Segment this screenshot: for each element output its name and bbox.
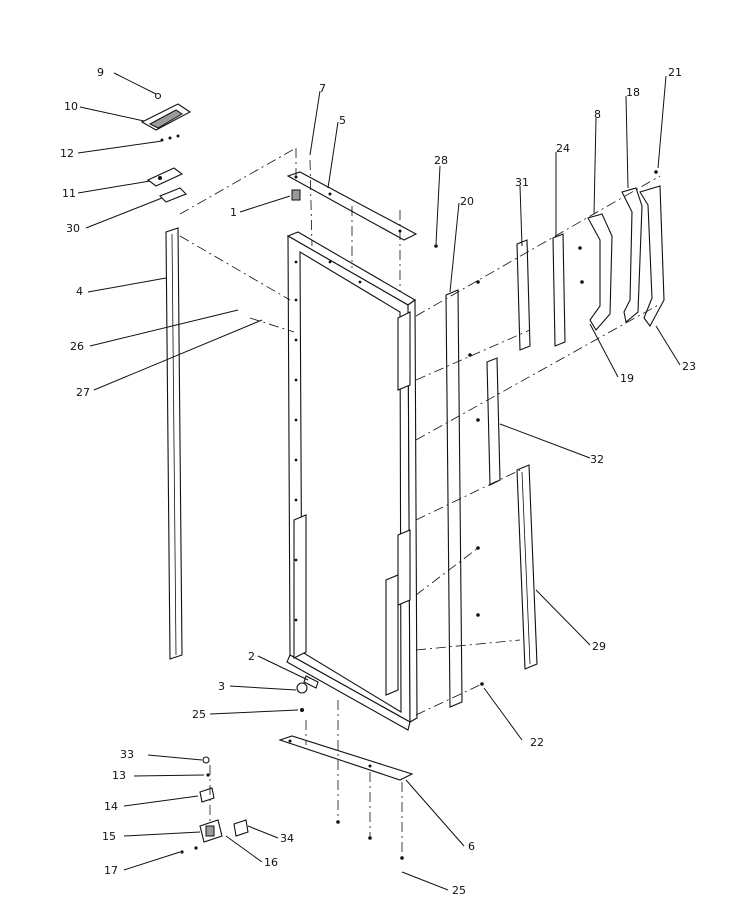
callout-19: 19 bbox=[620, 372, 634, 385]
strip-part-24 bbox=[552, 233, 566, 347]
callout-5: 5 bbox=[339, 114, 346, 127]
strip-part-31 bbox=[516, 239, 531, 351]
cover-part-23 bbox=[639, 185, 665, 328]
right-side-screws bbox=[434, 170, 658, 686]
callout-15: 15 bbox=[102, 830, 116, 843]
callout-11: 11 bbox=[62, 187, 76, 200]
strip-part-32 bbox=[486, 357, 501, 486]
callout-12: 12 bbox=[60, 147, 74, 160]
callout-4: 4 bbox=[76, 285, 83, 298]
callout-22: 22 bbox=[530, 736, 544, 749]
strip-part-29 bbox=[516, 464, 538, 670]
top-hinge-assembly bbox=[140, 92, 192, 203]
callout-20: 20 bbox=[460, 195, 474, 208]
left-strip-part-4 bbox=[165, 227, 183, 660]
callout-10: 10 bbox=[64, 100, 78, 113]
callout-16: 16 bbox=[264, 856, 278, 869]
callout-27: 27 bbox=[76, 386, 90, 399]
bottom-rail-part-6 bbox=[278, 735, 414, 781]
callout-1: 1 bbox=[230, 206, 237, 219]
bottom-hinge-assembly bbox=[180, 675, 404, 860]
callout-24: 24 bbox=[556, 142, 570, 155]
callout-9: 9 bbox=[97, 66, 104, 79]
callout-14: 14 bbox=[104, 800, 118, 813]
callout-25-lower: 25 bbox=[452, 884, 466, 897]
vertical-strip-part-20 bbox=[445, 289, 463, 708]
callout-21: 21 bbox=[668, 66, 682, 79]
callout-23: 23 bbox=[682, 360, 696, 373]
callout-13: 13 bbox=[112, 769, 126, 782]
callout-33: 33 bbox=[120, 748, 134, 761]
callout-34: 34 bbox=[280, 832, 294, 845]
callout-25-upper: 25 bbox=[192, 708, 206, 721]
leader-lines bbox=[77, 72, 681, 891]
bracket-part-18 bbox=[621, 187, 643, 324]
callout-30: 30 bbox=[66, 222, 80, 235]
callout-labels: 9 10 12 11 30 7 5 1 28 20 31 24 8 18 21 … bbox=[60, 66, 696, 897]
door-panel bbox=[286, 231, 418, 731]
callout-6: 6 bbox=[468, 840, 475, 853]
bracket-part-1 bbox=[291, 189, 301, 201]
callout-26: 26 bbox=[70, 340, 84, 353]
bracket-part-8 bbox=[587, 213, 613, 331]
callout-18: 18 bbox=[626, 86, 640, 99]
callout-17: 17 bbox=[104, 864, 118, 877]
alignment-lines bbox=[179, 147, 661, 858]
callout-29: 29 bbox=[592, 640, 606, 653]
callout-28: 28 bbox=[434, 154, 448, 167]
callout-2: 2 bbox=[248, 650, 255, 663]
callout-31: 31 bbox=[515, 176, 529, 189]
frame-screw-holes bbox=[294, 260, 362, 622]
callout-8: 8 bbox=[594, 108, 601, 121]
callout-7: 7 bbox=[319, 82, 326, 95]
callout-3: 3 bbox=[218, 680, 225, 693]
callout-32: 32 bbox=[590, 453, 604, 466]
